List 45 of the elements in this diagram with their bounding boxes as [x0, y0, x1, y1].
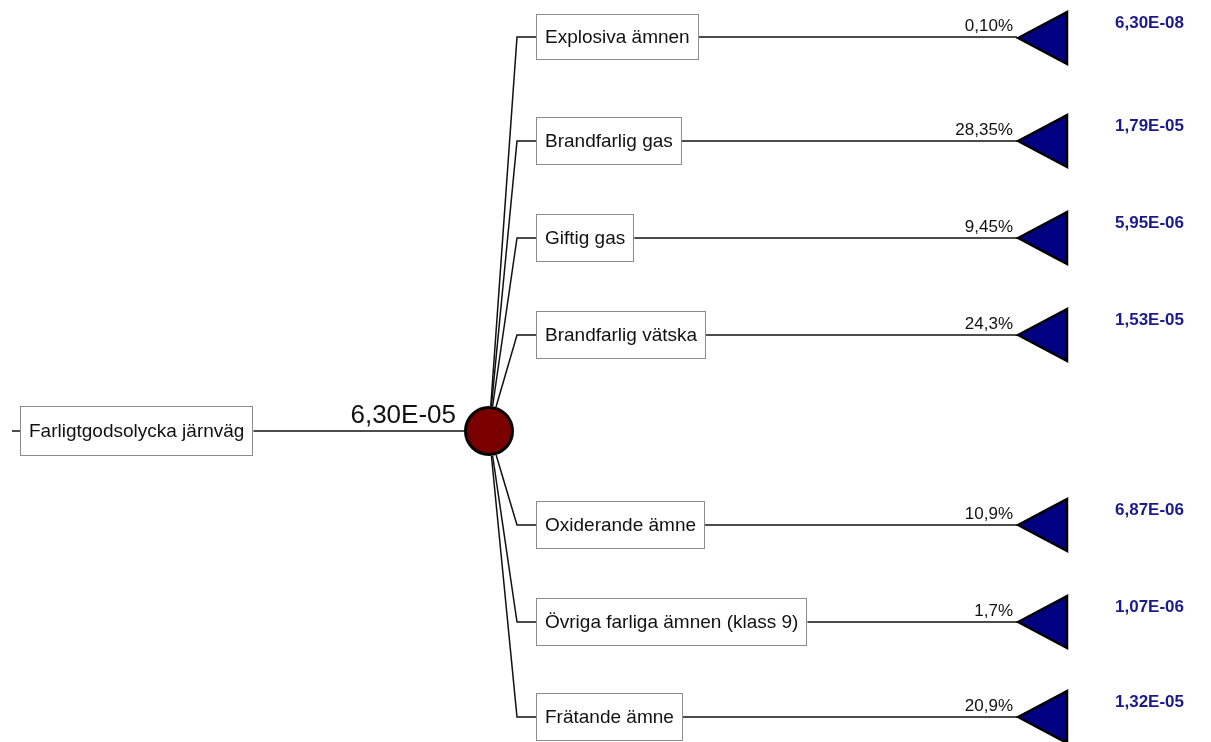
probability-label: 28,35% [953, 121, 1015, 138]
probability-label: 0,10% [962, 17, 1015, 34]
branch-line [491, 455, 537, 623]
end-node-triangle [1017, 498, 1068, 552]
end-node-triangle [1017, 114, 1068, 168]
probability-value: 1,79E-05 [1115, 116, 1184, 136]
branch-line [682, 716, 1018, 718]
end-node-triangle [1017, 11, 1068, 65]
event-box: Farligtgodsolycka järnväg [20, 406, 254, 456]
chance-node-circle [464, 406, 514, 456]
end-node-triangle [1017, 690, 1068, 742]
end-node-triangle [1017, 211, 1068, 265]
branch-line [490, 36, 537, 407]
branch-line [697, 36, 1018, 38]
branch-line [490, 140, 537, 407]
branch-box: Övriga farliga ämnen (klass 9) [536, 598, 808, 646]
branch-box: Brandfarlig vätska [536, 311, 707, 359]
probability-label: 1,7% [972, 602, 1015, 619]
probability-label: 20,9% [962, 697, 1015, 714]
branch-line [491, 237, 537, 407]
branch-line [490, 455, 537, 718]
probability-value: 1,53E-05 [1115, 310, 1184, 330]
probability-value: 6,30E-08 [1115, 13, 1184, 33]
branch-box: Brandfarlig gas [536, 117, 682, 165]
probability-value: 1,07E-06 [1115, 597, 1184, 617]
branch-box: Giftig gas [536, 214, 635, 262]
branch-line [11, 430, 21, 432]
branch-line [681, 140, 1018, 142]
end-node-triangle [1017, 595, 1068, 649]
branch-line [633, 237, 1018, 239]
branch-box: Frätande ämne [536, 693, 683, 741]
probability-value: 1,32E-05 [1115, 692, 1184, 712]
probability-label: 9,45% [962, 218, 1015, 235]
branch-line [704, 524, 1018, 526]
end-node-triangle [1017, 308, 1068, 362]
branch-line [806, 621, 1018, 623]
branch-line [705, 334, 1018, 336]
branch-box: Oxiderande ämne [536, 501, 706, 549]
branch-line [252, 430, 465, 432]
probability-value: 5,95E-06 [1115, 213, 1184, 233]
branch-box: Explosiva ämnen [536, 14, 699, 60]
probability-label: 24,3% [962, 315, 1015, 332]
branch-line [495, 334, 537, 408]
probability-value: 6,87E-06 [1115, 500, 1184, 520]
branch-line [495, 454, 537, 526]
